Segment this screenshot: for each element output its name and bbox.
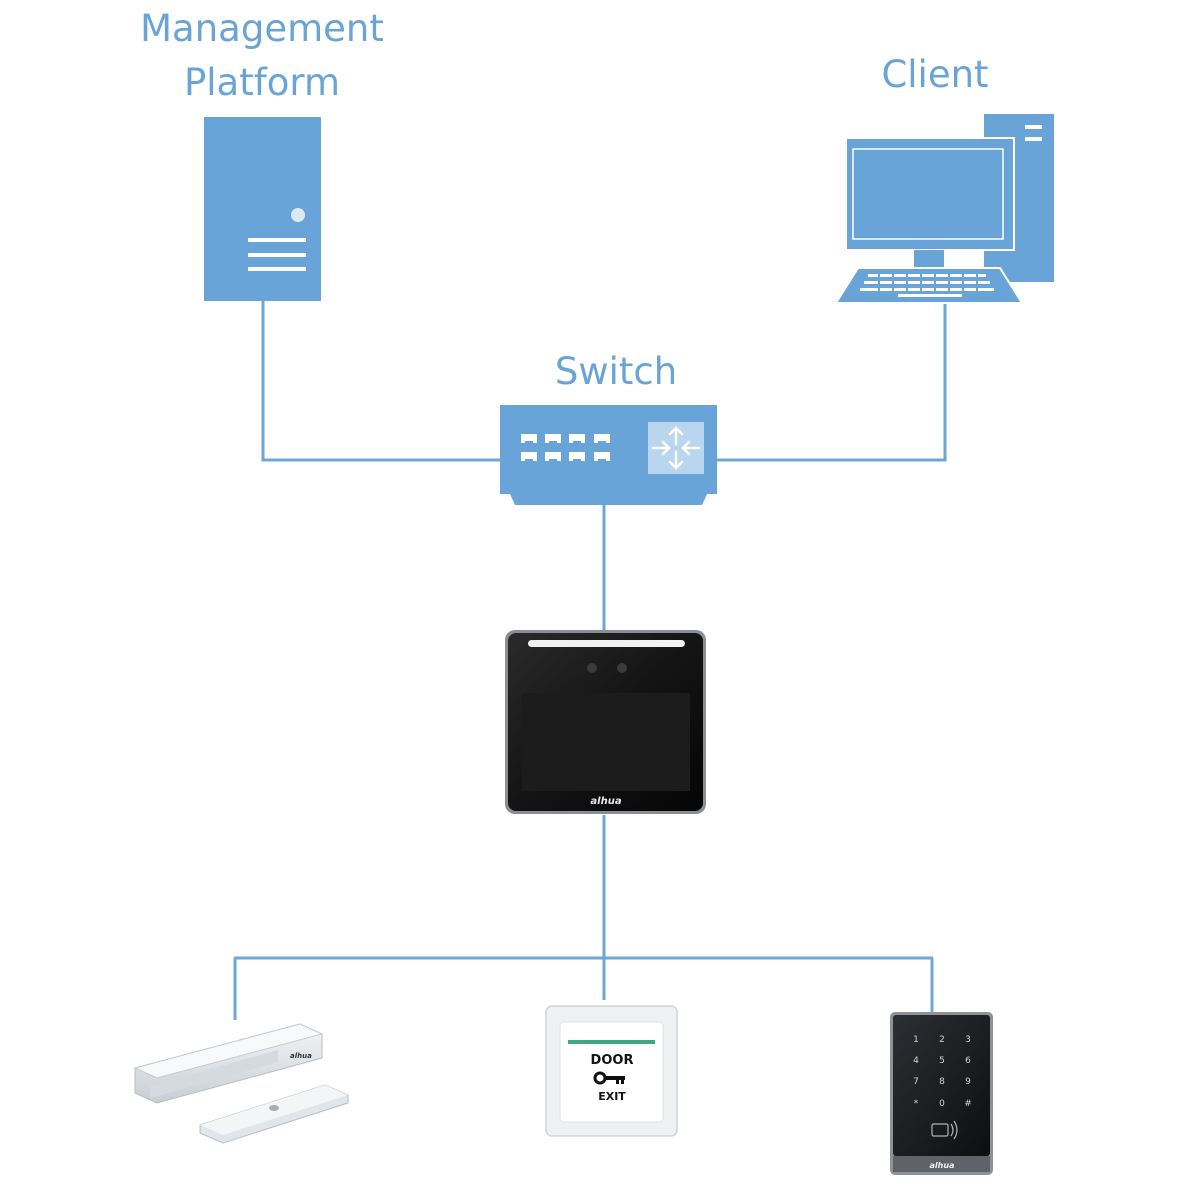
keypad-key: 4 [913, 1056, 919, 1066]
reader-keypad: 1 2 3 4 5 6 7 8 9 * 0 # [913, 1035, 972, 1109]
reader-brand-logo: alhua [930, 1161, 955, 1170]
client-label: Client [881, 53, 989, 96]
keypad-key: 2 [939, 1035, 945, 1045]
terminal-brand-logo: alhua [590, 796, 621, 807]
magnetic-lock-icon: alhua [133, 1023, 349, 1144]
keypad-key: # [964, 1099, 972, 1109]
keypad-key: 7 [913, 1077, 919, 1087]
keypad-key: 5 [939, 1056, 945, 1066]
keypad-key: 8 [939, 1077, 945, 1087]
management-platform-label-line2: Platform [183, 61, 341, 104]
keypad-key: 1 [913, 1035, 919, 1045]
network-switch-icon [500, 405, 717, 505]
link-client-switch [717, 303, 947, 462]
switch-ports [521, 434, 610, 461]
door-exit-button-icon: DOOR EXIT [545, 1005, 678, 1137]
lock-brand-logo: alhua [290, 1052, 312, 1060]
keypad-key: 0 [939, 1099, 945, 1109]
switch-arrows-icon [651, 426, 701, 470]
switch-label: Switch [554, 350, 678, 393]
management-platform-label-line1: Management [140, 7, 384, 50]
keypad-key: 9 [965, 1077, 971, 1087]
keypad-card-reader-icon: alhua 1 2 3 4 5 6 7 8 9 * 0 # [890, 1012, 993, 1175]
link-platform-switch [261, 301, 500, 462]
management-platform-label: Management Platform [112, 2, 412, 110]
key-icon [593, 1071, 625, 1085]
exit-button-line1: DOOR [591, 1053, 634, 1068]
desktop-computer-icon [834, 114, 1054, 304]
keypad-key: 3 [965, 1035, 971, 1045]
face-recognition-terminal-icon: alhua [505, 630, 706, 814]
exit-button-line2: EXIT [598, 1090, 626, 1103]
keypad-key: 6 [965, 1056, 971, 1066]
server-icon [204, 117, 321, 301]
card-tap-icon [931, 1120, 958, 1140]
connection-lines [233, 301, 947, 1020]
keypad-key: * [914, 1099, 919, 1109]
